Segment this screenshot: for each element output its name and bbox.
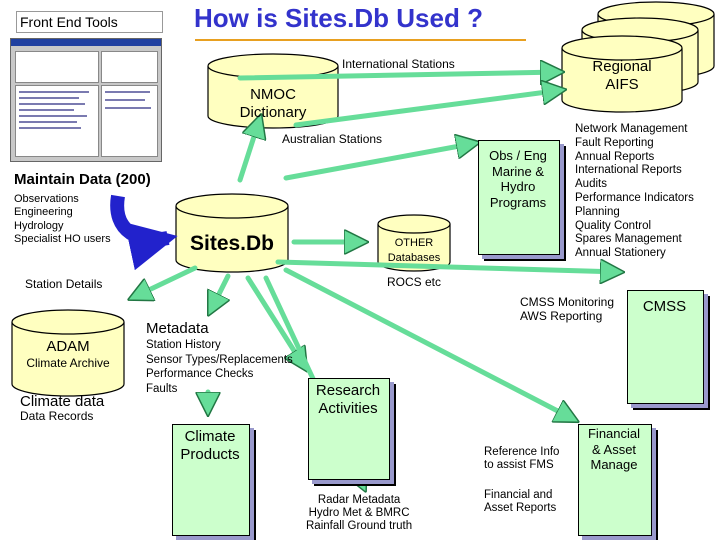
obs-eng-label: Obs / Eng Marine & Hydro Programs [489, 148, 547, 210]
research-activities-label: Research Activities [315, 382, 381, 417]
financial-asset-label: Financial & Asset Manage [587, 426, 641, 473]
station-details-label: Station Details [25, 277, 103, 291]
arrow-to-adam [132, 265, 198, 298]
front-end-tools-label: Front End Tools [16, 11, 163, 33]
arrow-sitesdb-to-nmoc [237, 118, 260, 183]
reference-info-label: Reference Info to assist FMS [484, 446, 560, 472]
sitesdb-label: Sites.Db [189, 232, 275, 255]
adam-sub: Climate Archive [26, 356, 110, 370]
cmss-box [627, 290, 704, 404]
regional-aifs-cylinders [561, 1, 715, 113]
nmoc-dictionary-cylinder [207, 53, 339, 129]
climate-data-sub: Data Records [20, 409, 94, 423]
rocs-label: ROCS etc [387, 275, 442, 289]
other-databases-sub: Databases [387, 252, 441, 264]
obs-eng-box [478, 140, 560, 255]
metadata-title: Metadata [146, 320, 209, 337]
other-databases-cylinder [377, 214, 451, 272]
arrow-nmoc-to-aifs [293, 90, 562, 128]
arrow-to-financial [283, 267, 575, 420]
regional-aifs-label: Regional AIFS [592, 58, 652, 93]
international-stations-label: International Stations [342, 57, 455, 71]
network-management-list: Network Management Fault Reporting Annua… [575, 123, 694, 260]
arrow-international-stations [237, 72, 560, 78]
maintain-data-label: Maintain Data (200) [14, 171, 151, 188]
maintainers-list: Observations Engineering Hydrology Speci… [14, 193, 111, 246]
australian-stations-label: Australian Stations [282, 132, 383, 146]
adam-title: ADAM [46, 338, 90, 355]
arrow-australian-stations [283, 143, 476, 181]
arrow-to-research [245, 275, 305, 368]
climate-products-box [172, 424, 250, 536]
financial-asset-box [578, 424, 652, 536]
cmss-monitoring-label: CMSS Monitoring AWS Reporting [520, 295, 615, 323]
arrow-to-cmss [275, 262, 620, 272]
cmss-label: CMSS [642, 298, 687, 315]
adam-cylinder [11, 309, 125, 397]
maintain-data-arrow [110, 194, 178, 271]
climate-data-title: Climate data [20, 393, 105, 410]
radar-metadata-label: Radar Metadata Hydro Met & BMRC Rainfall… [306, 494, 413, 533]
front-end-tool-screenshot [10, 38, 162, 162]
nmoc-dictionary-label: NMOC Dictionary [239, 86, 307, 121]
page-title: How is Sites.Db Used ? [194, 3, 483, 33]
sitesdb-cylinder [175, 193, 289, 273]
metadata-items: Station History Sensor Types/Replacement… [146, 339, 293, 395]
arrow-to-metadata [210, 273, 231, 312]
research-activities-box [308, 378, 390, 480]
other-databases-title: OTHER [394, 237, 434, 249]
climate-products-label: Climate Products [180, 428, 240, 463]
financial-asset-reports-label: Financial and Asset Reports [484, 489, 557, 515]
